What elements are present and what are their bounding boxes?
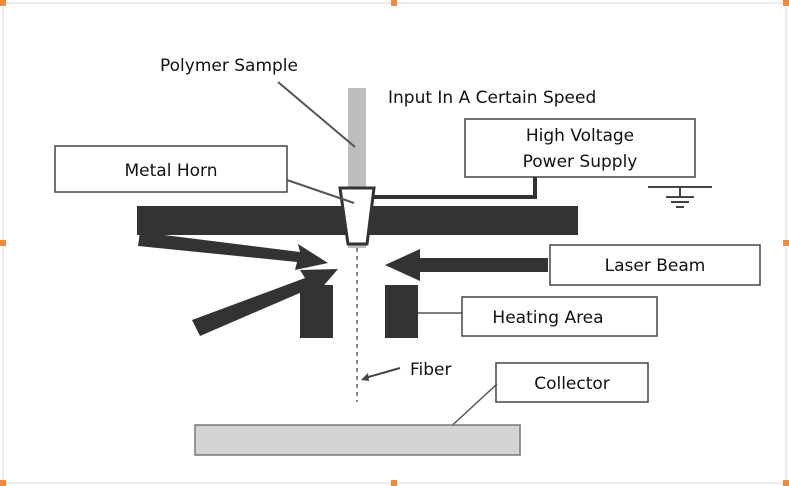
fiber-label: Fiber [410,360,452,380]
hv-power-supply-box [464,118,696,178]
heater-left [300,285,333,338]
hv-wire [372,177,537,199]
metal-horn [338,186,376,246]
laser-beam-label: Laser Beam [605,256,706,276]
laser-arrow-right [385,249,548,281]
fiber-leader [364,367,401,379]
collector-box [495,362,649,403]
hv-label-line2: Power Supply [523,152,638,172]
heating-area-label: Heating Area [492,308,603,328]
ground-icon [648,186,712,208]
laser-arrow-upper-left [138,232,328,270]
input-speed-label: Input In A Certain Speed [388,88,596,108]
metal-horn-leader [286,179,355,204]
polymer-sample-leader [277,81,356,148]
metal-horn-label: Metal Horn [125,161,218,181]
metal-horn-box [54,145,288,193]
fiber-arrowhead [361,373,369,381]
hv-label-line1: High Voltage [526,126,634,146]
heating-area-box [461,296,658,337]
collector-plate [194,424,521,456]
collector-label: Collector [534,374,610,394]
heater-right [385,285,418,338]
collector-leader [444,383,498,433]
polymer-sample-label: Polymer Sample [160,56,298,76]
laser-beam-box [549,244,761,286]
